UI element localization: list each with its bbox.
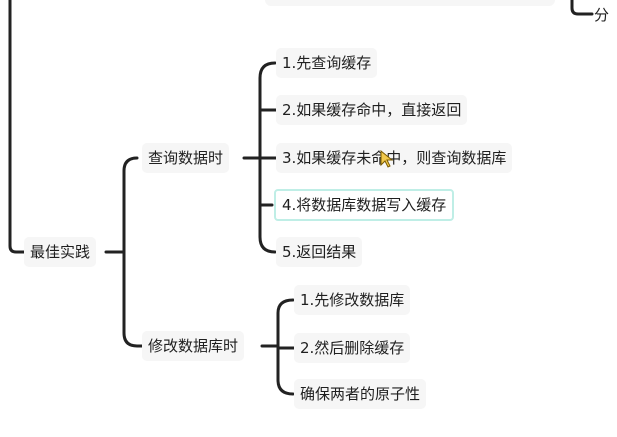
- mouse-cursor-icon: [380, 150, 394, 168]
- branch-node-query[interactable]: 查询数据时: [142, 143, 230, 173]
- modify-step-3[interactable]: 确保两者的原子性: [294, 379, 427, 409]
- query-step-2[interactable]: 2.如果缓存命中，直接返回: [276, 95, 468, 125]
- root-node[interactable]: 最佳实践: [24, 237, 97, 267]
- query-step-4[interactable]: 4.将数据库数据写入缓存: [274, 189, 455, 221]
- connector-root-spine: [8, 0, 26, 254]
- partial-node-top-right[interactable]: 分: [594, 6, 610, 24]
- partial-node-above[interactable]: [265, 0, 555, 6]
- modify-step-1[interactable]: 1.先修改数据库: [294, 285, 411, 315]
- connector-top-right: [570, 0, 594, 16]
- connector-branch-bracket: [122, 156, 144, 348]
- query-step-1[interactable]: 1.先查询缓存: [276, 48, 378, 78]
- modify-step-2[interactable]: 2.然后删除缓存: [294, 333, 411, 363]
- query-step-3[interactable]: 3.如果缓存未命中，则查询数据库: [276, 143, 513, 173]
- query-step-5[interactable]: 5.返回结果: [276, 237, 363, 267]
- branch-node-modify[interactable]: 修改数据库时: [142, 331, 245, 361]
